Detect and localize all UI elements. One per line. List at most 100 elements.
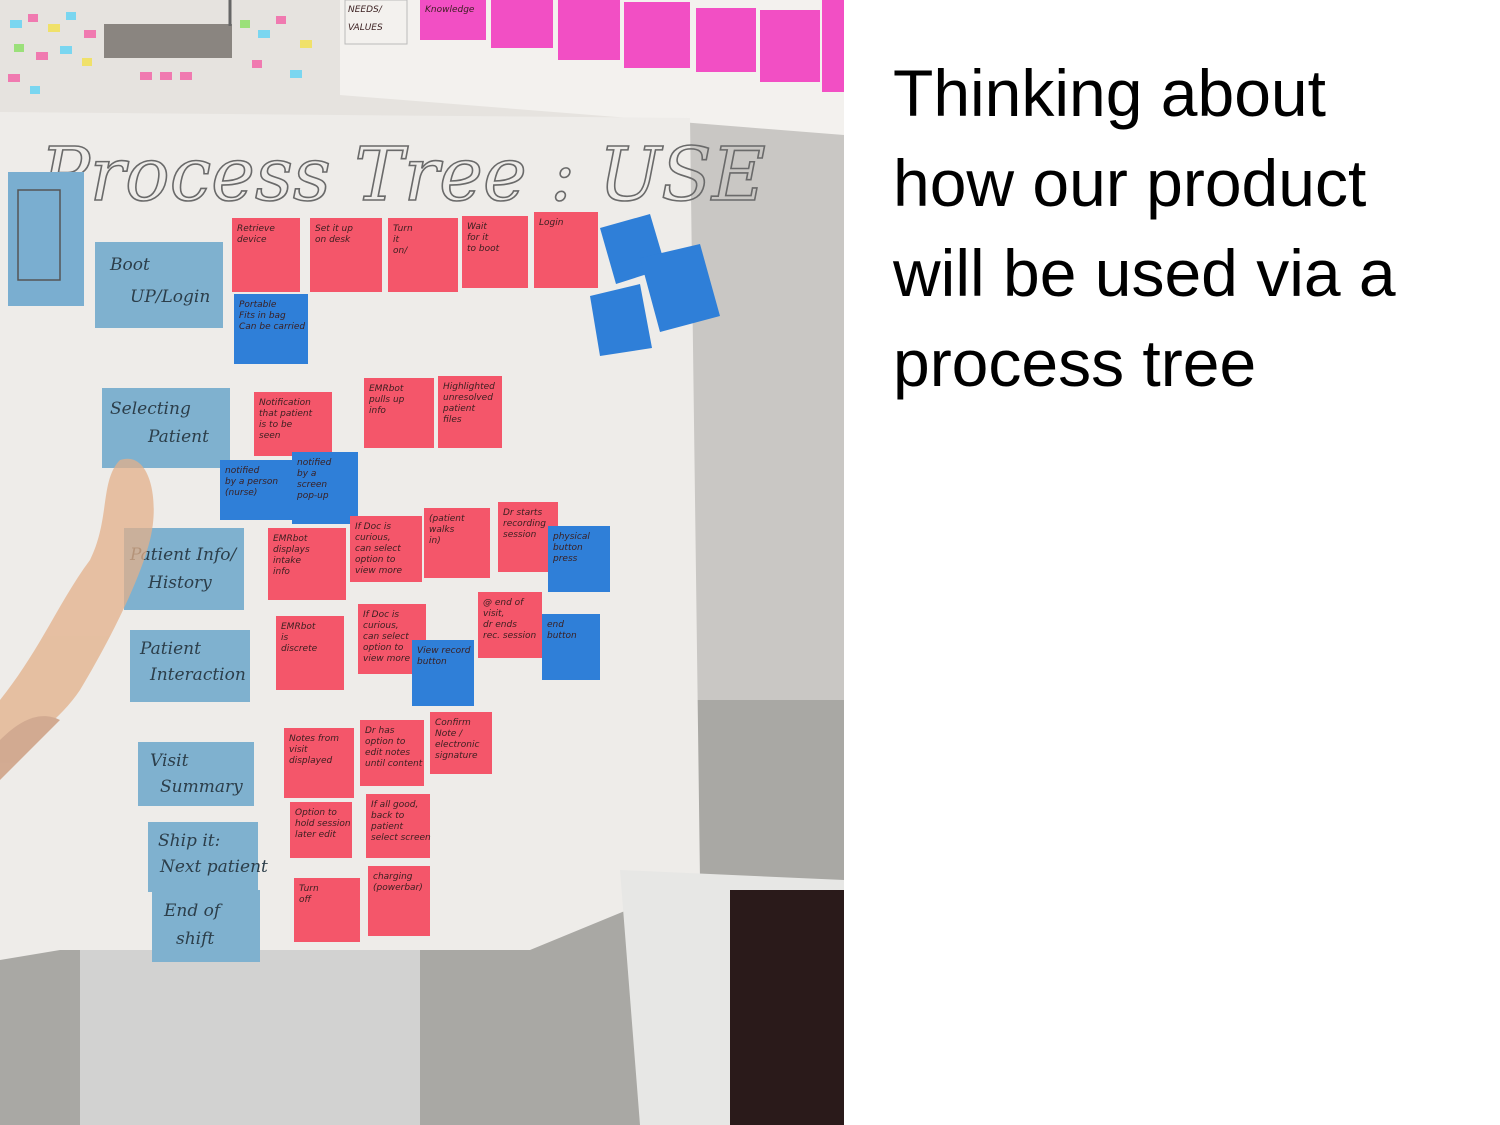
sticky-note-line: view more [363,654,411,664]
sticky-note-line: curious, [355,533,391,543]
row-label-info-2: History [147,573,212,593]
sticky-note-line: Fits in bag [239,311,286,321]
row-label-notes: Boot UP/Login Selecting Patient Patient … [95,242,268,962]
sticky-note-paper [388,218,458,292]
slide-caption: Thinking about how our product will be u… [893,48,1453,408]
sticky-note-line: Portable [239,300,277,310]
sticky-note-line: seen [259,431,281,441]
sticky-note-line: visit, [483,609,504,619]
sticky-note-paper [368,866,430,936]
sticky-note-line: Notification [259,398,311,408]
sticky-note-paper [424,508,490,578]
sticky-note-line: hold session [295,819,351,829]
row-label-end-1: End of [163,901,223,921]
sticky-note-paper [234,294,308,364]
sticky-note-paper [534,212,598,288]
row-label-ship-2: Next patient [159,857,268,877]
sticky-note-paper [310,218,382,292]
sticky-note-line: is [281,633,289,643]
sticky-note-line: to boot [467,244,500,254]
sticky-note-line: intake [273,556,301,566]
caption-line-4: process tree [893,326,1257,400]
sticky-note-line: recording [503,519,546,529]
whiteboard-photo-drawing: NEEDS/ VALUES Knowledge Process Tree : U… [0,0,844,1125]
sticky-note-line: pulls up [368,395,405,405]
sticky-note-paper [360,720,424,786]
sticky-note-line: info [369,406,386,416]
wall-sticky-notes [8,12,312,94]
sticky-note-line: displays [273,545,310,555]
sticky-note-paper [254,392,332,456]
sticky-note-paper [366,794,430,858]
sticky-note-line: If Doc is [355,522,391,532]
sticky-note-line: later edit [295,830,336,840]
sticky-note-line: @ end of [483,598,525,608]
chair [730,890,844,1125]
sticky-note-line: dr ends [483,620,517,630]
top-label-knowledge: Knowledge [425,5,475,15]
sticky-note-line: walks [429,525,455,535]
sticky-note-paper [542,614,600,680]
sticky-note-line: can select [355,544,401,554]
sticky-note-line: Dr starts [503,508,542,518]
sticky-note-line: If all good, [371,800,418,810]
sticky-note-line: (patient [429,514,465,524]
sticky-note-line: electronic [435,740,479,750]
sticky-note-line: device [237,235,267,245]
sticky-note-line: back to [371,811,405,821]
sticky-note-line: displayed [289,756,332,766]
sticky-note-line: until content [365,759,423,769]
sticky-note-line: that patient [259,409,313,419]
sticky-note-line: visit [289,745,308,755]
sticky-note-paper [232,218,300,292]
sticky-note-line: option to [355,555,396,565]
sticky-note-paper [548,526,610,592]
row-label-selecting-1: Selecting [110,399,191,419]
sticky-note-paper [438,376,502,448]
sticky-note-line: on/ [393,246,408,256]
caption-line-2: how our product [893,146,1367,220]
sticky-note-line: Turn [393,224,413,234]
sticky-note-line: by a [297,469,316,479]
sticky-note-line: in) [429,536,441,546]
sticky-note-line: by a person [225,477,278,487]
sticky-note-line: option to [363,643,404,653]
sticky-note-line: patient [370,822,403,832]
sticky-note-line: If Doc is [363,610,399,620]
sticky-note-line: EMRbot [273,534,308,544]
sticky-note-paper [290,802,352,858]
sticky-note-line: end [547,620,564,630]
sticky-note-line: signature [435,751,478,761]
projector [104,24,232,58]
row-label-interaction-2: Interaction [149,665,246,685]
blue-note-cluster [590,214,720,356]
sticky-note-line: Option to [295,808,337,818]
sticky-note-line: edit notes [365,748,410,758]
sticky-note-paper [412,640,474,706]
sticky-note-line: press [552,554,578,564]
sticky-note-line: Turn [299,884,319,894]
sticky-note-line: Notes from [289,734,339,744]
sticky-note-line: Wait [467,222,487,232]
sticky-note-paper [220,460,296,520]
sticky-note-line: charging [373,872,413,882]
sticky-note-line: button [547,631,577,641]
blurred-hand [0,458,154,780]
device-sketch-note [8,172,84,306]
sticky-note-line: Confirm [435,718,471,728]
sticky-note-line: Dr has [365,726,395,736]
